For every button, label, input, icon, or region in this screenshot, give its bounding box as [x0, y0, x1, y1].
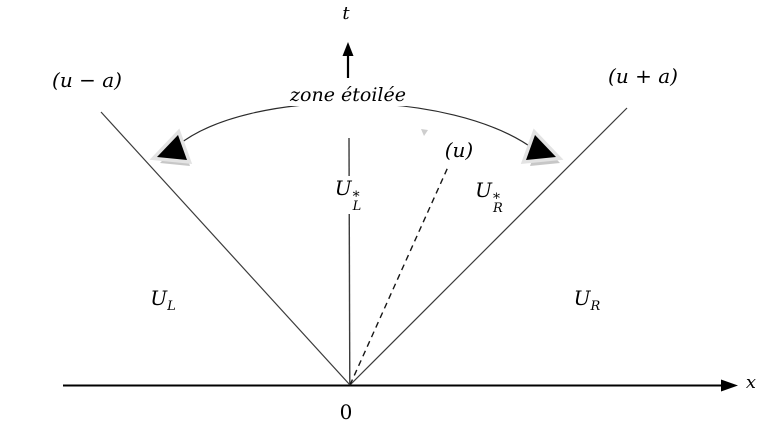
star-zone-label: zone étoilée — [281, 85, 415, 106]
left-arrowhead-fill — [157, 135, 187, 160]
right-wave-line — [349, 107, 628, 386]
state-right-base: U — [573, 286, 591, 310]
right-arrowhead-fill — [526, 135, 556, 160]
star-state-left-base: U — [334, 176, 352, 200]
star-state-left-label: U*L — [331, 176, 365, 214]
star-state-left-sub: L — [352, 199, 362, 214]
x-axis-arrowhead-icon — [721, 379, 738, 392]
left-wave-line — [100, 111, 351, 386]
right-arrowhead-icon — [520, 128, 564, 166]
state-right-label: UR — [573, 286, 601, 313]
t-axis-label: t — [342, 3, 350, 24]
star-state-right-sub: R — [493, 201, 503, 216]
contact-wave-dashed-line — [349, 166, 449, 386]
left-wave-label: (u − a) — [52, 68, 122, 92]
contact-wave-label: (u) — [444, 138, 474, 162]
state-right-sub: R — [590, 299, 601, 314]
star-state-right-sup: * — [493, 191, 501, 207]
smudge-mark — [421, 129, 428, 136]
state-left-label: UL — [150, 286, 176, 313]
star-zone-arc — [176, 102, 536, 151]
left-arrowhead-icon — [149, 128, 193, 166]
t-axis-arrowhead-icon — [342, 42, 354, 56]
state-left-sub: L — [167, 299, 176, 314]
x-axis-label: x — [745, 372, 757, 393]
origin-label: 0 — [339, 400, 353, 424]
star-state-right-base: U — [475, 178, 493, 202]
state-left-base: U — [150, 286, 168, 310]
star-state-left-sup: * — [352, 189, 360, 205]
star-state-right-label: U*R — [475, 179, 503, 215]
right-wave-label: (u + a) — [608, 64, 678, 88]
